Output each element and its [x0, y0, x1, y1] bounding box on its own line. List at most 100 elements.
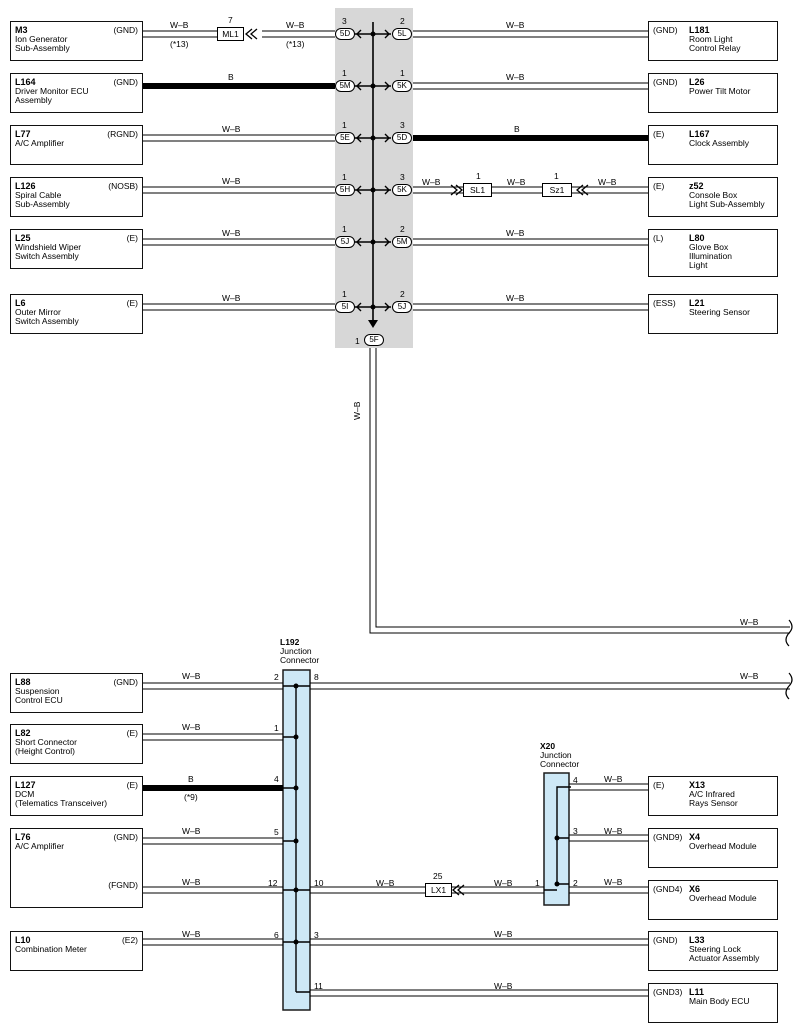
component-box-m3[interactable]: M3 Ion Generator Sub-Assembly (GND): [10, 21, 143, 61]
component-code: z52: [689, 181, 704, 191]
splice-connector-left[interactable]: 5E: [335, 132, 355, 144]
splice-connector-right[interactable]: 5K: [392, 80, 412, 92]
splice-connector-left[interactable]: 5I: [335, 301, 355, 313]
component-code: L25: [15, 233, 31, 243]
component-box-l167[interactable]: (E) L167 Clock Assembly: [648, 125, 778, 165]
component-code: M3: [15, 25, 28, 35]
component-box-l21[interactable]: (ESS) L21 Steering Sensor: [648, 294, 778, 334]
splice-connector-left[interactable]: 5M: [335, 80, 355, 92]
component-box-l10[interactable]: L10 Combination Meter (E2): [10, 931, 143, 971]
bottom-joints: [283, 683, 569, 993]
break-symbol: [785, 672, 793, 700]
component-code: L21: [689, 298, 705, 308]
pin-label: (E2): [121, 935, 138, 945]
l192-pin: 3: [314, 930, 319, 940]
splice-pin: 1: [342, 68, 347, 78]
component-name: Driver Monitor ECU Assembly: [15, 86, 89, 105]
pin-label: (E): [653, 780, 665, 790]
component-box-l76[interactable]: L76 A/C Amplifier (GND) (FGND): [10, 828, 143, 908]
bottom-wires: [143, 682, 790, 997]
component-box-l6[interactable]: L6 Outer Mirror Switch Assembly (E): [10, 294, 143, 334]
wire-color-label: W–B: [740, 617, 759, 627]
note-label: (*13): [286, 39, 305, 49]
component-box-x6[interactable]: (GND4) X6 Overhead Module: [648, 880, 778, 920]
wire-color-label: W–B: [598, 177, 617, 187]
pin-label: (GND): [653, 25, 678, 35]
connector-pin: 7: [228, 15, 233, 25]
component-box-l88[interactable]: L88 Suspension Control ECU (GND): [10, 673, 143, 713]
component-code: L10: [15, 935, 31, 945]
component-name: Windshield Wiper Switch Assembly: [15, 242, 82, 261]
wire-color-label: W–B: [222, 124, 241, 134]
l192-pin: 1: [274, 723, 279, 733]
component-code: L82: [15, 728, 31, 738]
wire-color-label: W–B: [422, 177, 441, 187]
inline-connector-sl1[interactable]: SL1: [463, 183, 492, 197]
component-box-l127[interactable]: L127 DCM (Telematics Transceiver) (E): [10, 776, 143, 816]
component-code: L181: [689, 25, 710, 35]
splice-connector-right[interactable]: 5D: [392, 132, 412, 144]
component-name: Main Body ECU: [689, 996, 750, 1006]
component-box-l77[interactable]: L77 A/C Amplifier (RGND): [10, 125, 143, 165]
component-code: L127: [15, 780, 36, 790]
x20-pin: 1: [535, 878, 540, 888]
component-code: X13: [689, 780, 706, 790]
component-name: Console Box Light Sub-Assembly: [689, 190, 765, 209]
wire-color-label: W–B: [182, 877, 201, 887]
wire-color-label: W–B: [506, 228, 525, 238]
l192-pin: 4: [274, 774, 279, 784]
splice-connector-right[interactable]: 5L: [392, 28, 412, 40]
pin-label: (GND): [113, 832, 138, 842]
wire-color-label: W–B: [507, 177, 526, 187]
connector-label: 5D: [339, 29, 351, 38]
connector-label: 5F: [369, 335, 379, 344]
component-box-l126[interactable]: L126 Spiral Cable Sub-Assembly (NOSB): [10, 177, 143, 217]
component-box-l33[interactable]: (GND) L33 Steering Lock Actuator Assembl…: [648, 931, 778, 971]
component-box-z52[interactable]: (E) z52 Console Box Light Sub-Assembly: [648, 177, 778, 217]
component-box-l82[interactable]: L82 Short Connector (Height Control) (E): [10, 724, 143, 764]
connector-label: 5I: [341, 302, 349, 311]
splice-connector-left[interactable]: 5J: [335, 236, 355, 248]
pin-label-fgnd: (FGND): [108, 880, 138, 890]
splice-connector-right[interactable]: 5M: [392, 236, 412, 248]
component-box-l164[interactable]: L164 Driver Monitor ECU Assembly (GND): [10, 73, 143, 113]
component-box-l25[interactable]: L25 Windshield Wiper Switch Assembly (E): [10, 229, 143, 269]
l192-pin: 10: [314, 878, 324, 888]
pin-label: (GND): [653, 77, 678, 87]
component-code: X4: [689, 832, 701, 842]
splice-connector-right[interactable]: 5K: [392, 184, 412, 196]
component-box-l11[interactable]: (GND3) L11 Main Body ECU: [648, 983, 778, 1023]
inline-connector-ml1[interactable]: ML1: [217, 27, 244, 41]
inline-connector-lx1[interactable]: LX1: [425, 883, 452, 897]
pin-label: (GND3): [653, 987, 683, 997]
wire-color-label: W–B: [506, 20, 525, 30]
wire-color-label: W–B: [604, 826, 623, 836]
wire-color-label: B: [188, 774, 194, 784]
pin-label: (GND9): [653, 832, 683, 842]
component-box-l181[interactable]: (GND) L181 Room Light Control Relay: [648, 21, 778, 61]
component-box-x4[interactable]: (GND9) X4 Overhead Module: [648, 828, 778, 868]
x20-pin: 3: [573, 826, 578, 836]
l192-pin: 8: [314, 672, 319, 682]
splice-pin: 1: [400, 68, 405, 78]
pin-label: (E): [653, 181, 665, 191]
pin-label: (RGND): [107, 129, 138, 139]
wire-color-label: B: [514, 124, 520, 134]
splice-connector-right[interactable]: 5J: [392, 301, 412, 313]
component-code: L76: [15, 832, 31, 842]
component-box-x13[interactable]: (E) X13 A/C Infrared Rays Sensor: [648, 776, 778, 816]
splice-connector-left[interactable]: 5D: [335, 28, 355, 40]
connector-label: 5H: [339, 185, 351, 194]
pin-label: (E): [126, 298, 138, 308]
component-name: Overhead Module: [689, 841, 757, 851]
component-box-l80[interactable]: (L) L80 Glove Box Illumination Light: [648, 229, 778, 277]
splice-connector-bottom[interactable]: 5F: [364, 334, 384, 346]
component-box-l26[interactable]: (GND) L26 Power Tilt Motor: [648, 73, 778, 113]
splice-joints: [355, 29, 391, 328]
inline-connector-sz1[interactable]: Sz1: [542, 183, 572, 197]
wire-color-label: W–B: [506, 72, 525, 82]
splice-connector-left[interactable]: 5H: [335, 184, 355, 196]
note-label: (*9): [184, 792, 198, 802]
connector-label: 5K: [397, 81, 407, 90]
